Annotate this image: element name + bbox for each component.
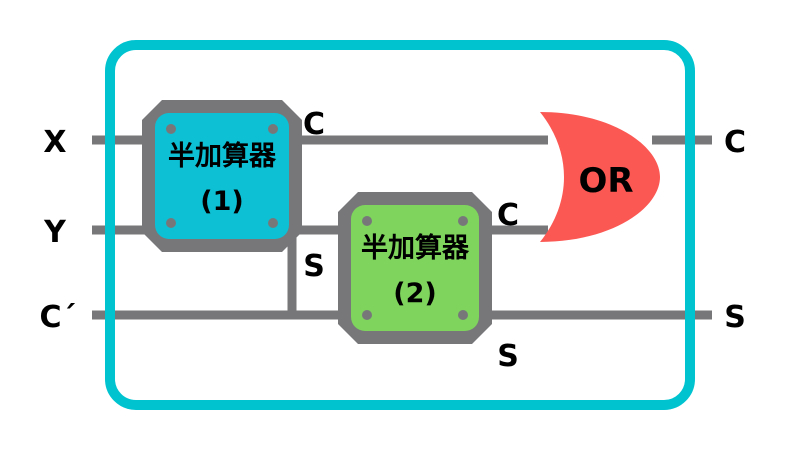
half-adder-2-screw-bl [362,310,372,320]
input-label-x: X [43,125,66,160]
half-adder-2-index: (2) [393,278,436,309]
half-adder-2-body [351,205,479,331]
half-adder-2-screw-tr [458,216,468,226]
system-boundary-frame [105,40,695,410]
ha2-port-label-c: C [497,198,519,233]
half-adder-1-title: 半加算器 [168,140,277,172]
half-adder-1: 半加算器 (1) [142,100,302,252]
half-adder-1-index: (1) [200,186,243,217]
ha1-port-label-s: S [303,249,325,284]
half-adder-1-body [155,113,289,239]
half-adder-1-screw-bl [166,218,176,228]
or-gate-label: OR [578,161,633,201]
half-adder-1-screw-br [268,218,278,228]
half-adder-1-screw-tl [166,124,176,134]
half-adder-1-screw-tr [268,124,278,134]
output-label-c: C [724,125,746,160]
half-adder-2-title: 半加算器 [361,232,470,264]
ha1-port-label-c: C [303,107,325,142]
input-label-y: Y [43,215,67,250]
or-gate: OR [540,112,660,242]
half-adder-2: 半加算器 (2) [338,192,492,344]
or-gate-body [540,112,660,242]
half-adder-2-screw-tl [362,216,372,226]
input-label-c-prime: C´ [39,300,76,335]
ha2-port-label-s: S [497,339,519,374]
output-label-s: S [724,300,746,335]
half-adder-2-screw-br [458,310,468,320]
